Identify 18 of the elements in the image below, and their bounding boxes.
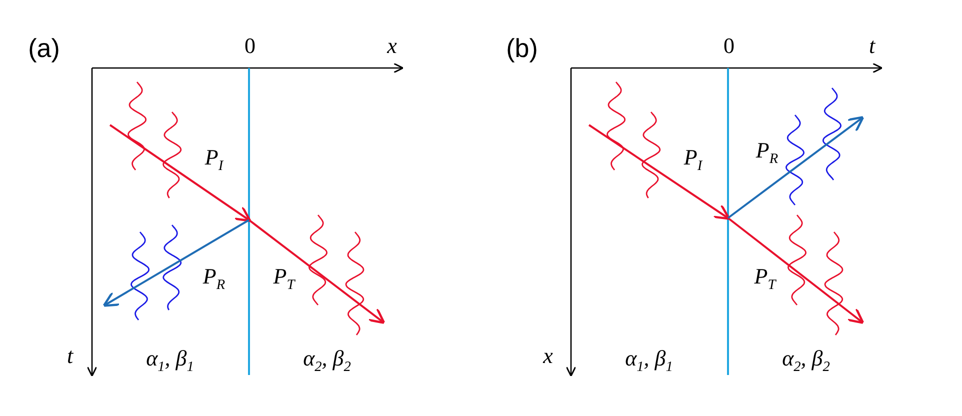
power-label: P$_{I}$ bbox=[204, 146, 224, 174]
power-label: P$_{R}$ bbox=[756, 140, 778, 166]
panel-label: (a) bbox=[28, 35, 60, 61]
axis-label: x bbox=[543, 345, 553, 367]
medium-parameters-label: α$_{2}$, β$_{2}$ bbox=[303, 348, 351, 374]
medium-parameters-label: α$_{1}$, β$_{1}$ bbox=[625, 348, 673, 374]
origin-label: 0 bbox=[724, 35, 734, 57]
medium-parameters-label: α$_{1}$, β$_{1}$ bbox=[146, 348, 194, 374]
power-label: P$_{T}$ bbox=[273, 266, 295, 292]
power-label: P$_{I}$ bbox=[684, 146, 702, 174]
axis-label: t bbox=[66, 345, 74, 367]
origin-label: 0 bbox=[244, 35, 256, 57]
medium-parameters-label: α$_{2}$, β$_{2}$ bbox=[782, 348, 830, 374]
power-label: P$_{T}$ bbox=[754, 266, 776, 292]
axis-label: x bbox=[387, 35, 397, 57]
power-label: P$_{R}$ bbox=[202, 266, 226, 292]
axis-label: t bbox=[868, 35, 876, 57]
panel-label: (b) bbox=[506, 35, 538, 61]
